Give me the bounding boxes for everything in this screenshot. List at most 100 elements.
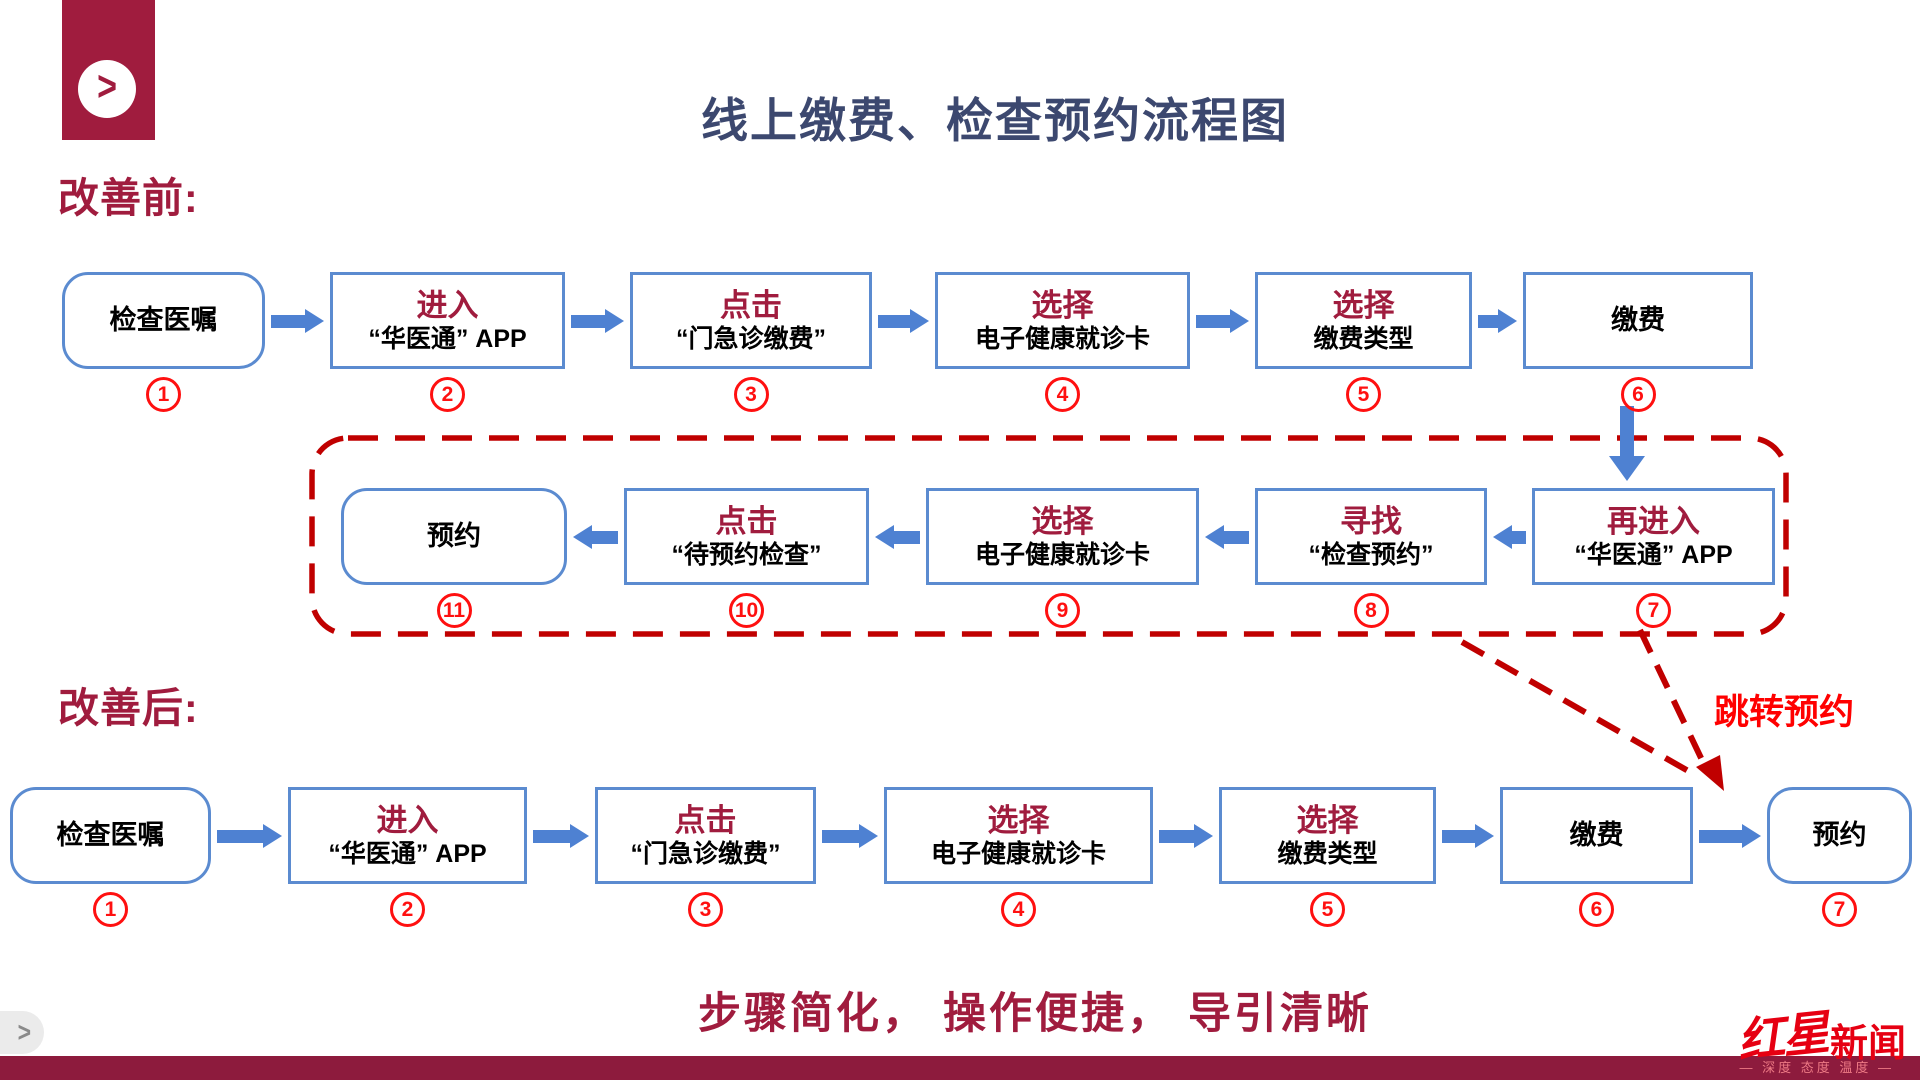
flow-box-before-bottom-11: 预约 — [341, 488, 567, 585]
arrow-body — [533, 829, 570, 843]
page-title: 线上缴费、检查预约流程图 — [701, 94, 1289, 147]
step-action-label: 选择 — [987, 802, 1050, 838]
step-object-label: “华医通” APP — [368, 325, 527, 354]
arrowhead-right — [910, 309, 929, 333]
flow-arrow-right-icon — [1472, 309, 1523, 333]
jump-dashed-line-long — [1460, 639, 1692, 775]
arrowhead-left — [573, 525, 592, 549]
arrowhead-left — [1205, 525, 1224, 549]
arrow-body — [1224, 530, 1249, 544]
step-action-label: 进入 — [376, 802, 439, 838]
flow-arrow-right-icon — [265, 309, 330, 333]
step-object-label: 缴费类型 — [1277, 840, 1378, 869]
flow-arrow-right-icon — [211, 824, 288, 848]
arrowhead-right — [1194, 824, 1213, 848]
arrowhead-right — [570, 824, 589, 848]
flow-arrow-left-icon — [1199, 525, 1255, 549]
flow-box-before-bottom-7: 再进入“华医通” APP — [1532, 488, 1775, 585]
flow-arrow-right-icon — [1190, 309, 1255, 333]
flow-box-before-top-5: 选择缴费类型 — [1255, 272, 1472, 369]
chevron-right-icon: > — [17, 1016, 31, 1048]
step-number-badge: 6 — [1620, 377, 1656, 412]
flow-step-after-6: 缴费 6 — [1500, 787, 1693, 927]
flow-box-after-7: 预约 — [1767, 787, 1912, 884]
flow-box-after-3: 点击“门急诊缴费” — [595, 787, 816, 884]
down-arrow-head-icon — [1609, 456, 1645, 481]
flow-box-before-top-2: 进入“华医通” APP — [330, 272, 565, 369]
flow-step-before-top-2: 进入“华医通” APP 2 — [330, 272, 565, 412]
step-number-badge: 1 — [93, 892, 128, 927]
arrowhead-right — [1498, 309, 1517, 333]
flow-arrow-left-icon — [567, 525, 624, 549]
step-object-label: 电子健康就诊卡 — [930, 840, 1106, 869]
arrowhead-right — [1230, 309, 1249, 333]
step-number-badge: 11 — [436, 593, 472, 628]
step-number-badge: 4 — [1045, 377, 1080, 412]
flow-step-before-bottom-8: 寻找“检查预约”8 — [1255, 488, 1487, 628]
arrow-body — [1478, 314, 1498, 328]
jump-dashed-line-short — [1637, 628, 1705, 762]
flow-step-before-bottom-10: 点击“待预约检查”10 — [624, 488, 869, 628]
brand-logo: 红星 新闻 — [1735, 998, 1906, 1067]
flow-arrow-right-icon — [565, 309, 630, 333]
arrowhead-right — [263, 824, 282, 848]
step-action-label: 点击 — [715, 503, 778, 539]
step-number-badge: 8 — [1353, 593, 1389, 628]
step-action-label: 再进入 — [1607, 503, 1700, 539]
step-number-badge: 7 — [1636, 593, 1671, 628]
arrow-body — [878, 314, 910, 328]
step-number-badge: 3 — [688, 892, 723, 927]
step-action-label: 选择 — [1296, 802, 1359, 838]
step-action-label: 选择 — [1031, 287, 1094, 323]
step-object-label: 预约 — [1812, 820, 1867, 851]
step-object-label: 缴费 — [1611, 305, 1665, 336]
arrowhead-right — [1742, 824, 1761, 848]
flow-box-after-5: 选择缴费类型 — [1219, 787, 1436, 884]
chevron-right-glyph: > — [97, 62, 117, 111]
next-page-button[interactable]: > — [0, 1011, 44, 1054]
flow-step-after-2: 进入“华医通” APP 2 — [288, 787, 527, 927]
step-object-label: “华医通” APP — [328, 840, 487, 869]
step-number-badge: 6 — [1579, 892, 1614, 927]
down-arrow-body — [1620, 406, 1634, 456]
flow-box-after-6: 缴费 — [1500, 787, 1693, 884]
arrow-body — [894, 530, 920, 544]
step-number-badge: 2 — [390, 892, 425, 927]
flow-box-after-2: 进入“华医通” APP — [288, 787, 527, 884]
step-number-badge: 2 — [430, 377, 465, 412]
slogan-text: 步骤简化， 操作便捷， 导引清晰 — [698, 990, 1372, 1038]
arrow-body — [1159, 829, 1194, 843]
arrow-body — [822, 829, 859, 843]
jump-arrowhead-icon — [1696, 755, 1724, 791]
step-action-label: 点击 — [720, 287, 782, 323]
flow-step-after-1: 检查医嘱 1 — [10, 787, 211, 927]
bottom-accent-bar — [0, 1056, 1920, 1080]
arrow-body — [271, 314, 305, 328]
flow-box-after-1: 检查医嘱 — [10, 787, 211, 884]
step-action-label: 寻找 — [1340, 503, 1402, 539]
flow-arrow-right-icon — [1693, 824, 1767, 848]
step-object-label: 电子健康就诊卡 — [974, 325, 1150, 354]
flow-arrow-right-icon — [816, 824, 884, 848]
step-number-badge: 10 — [729, 593, 764, 628]
arrowhead-left — [1493, 525, 1512, 549]
corner-accent-block: > — [62, 0, 155, 140]
arrowhead-right — [305, 309, 324, 333]
step-action-label: 选择 — [1332, 287, 1395, 323]
arrow-body — [217, 829, 263, 843]
flow-arrow-right-icon — [872, 309, 935, 333]
step-object-label: “门急诊缴费” — [630, 840, 781, 869]
flow-box-before-bottom-9: 选择电子健康就诊卡 — [926, 488, 1199, 585]
arrowhead-right — [605, 309, 624, 333]
flow-arrow-left-icon — [869, 525, 926, 549]
flow-step-before-bottom-7: 再进入“华医通” APP 7 — [1532, 488, 1775, 628]
step-action-label: 进入 — [416, 287, 479, 323]
